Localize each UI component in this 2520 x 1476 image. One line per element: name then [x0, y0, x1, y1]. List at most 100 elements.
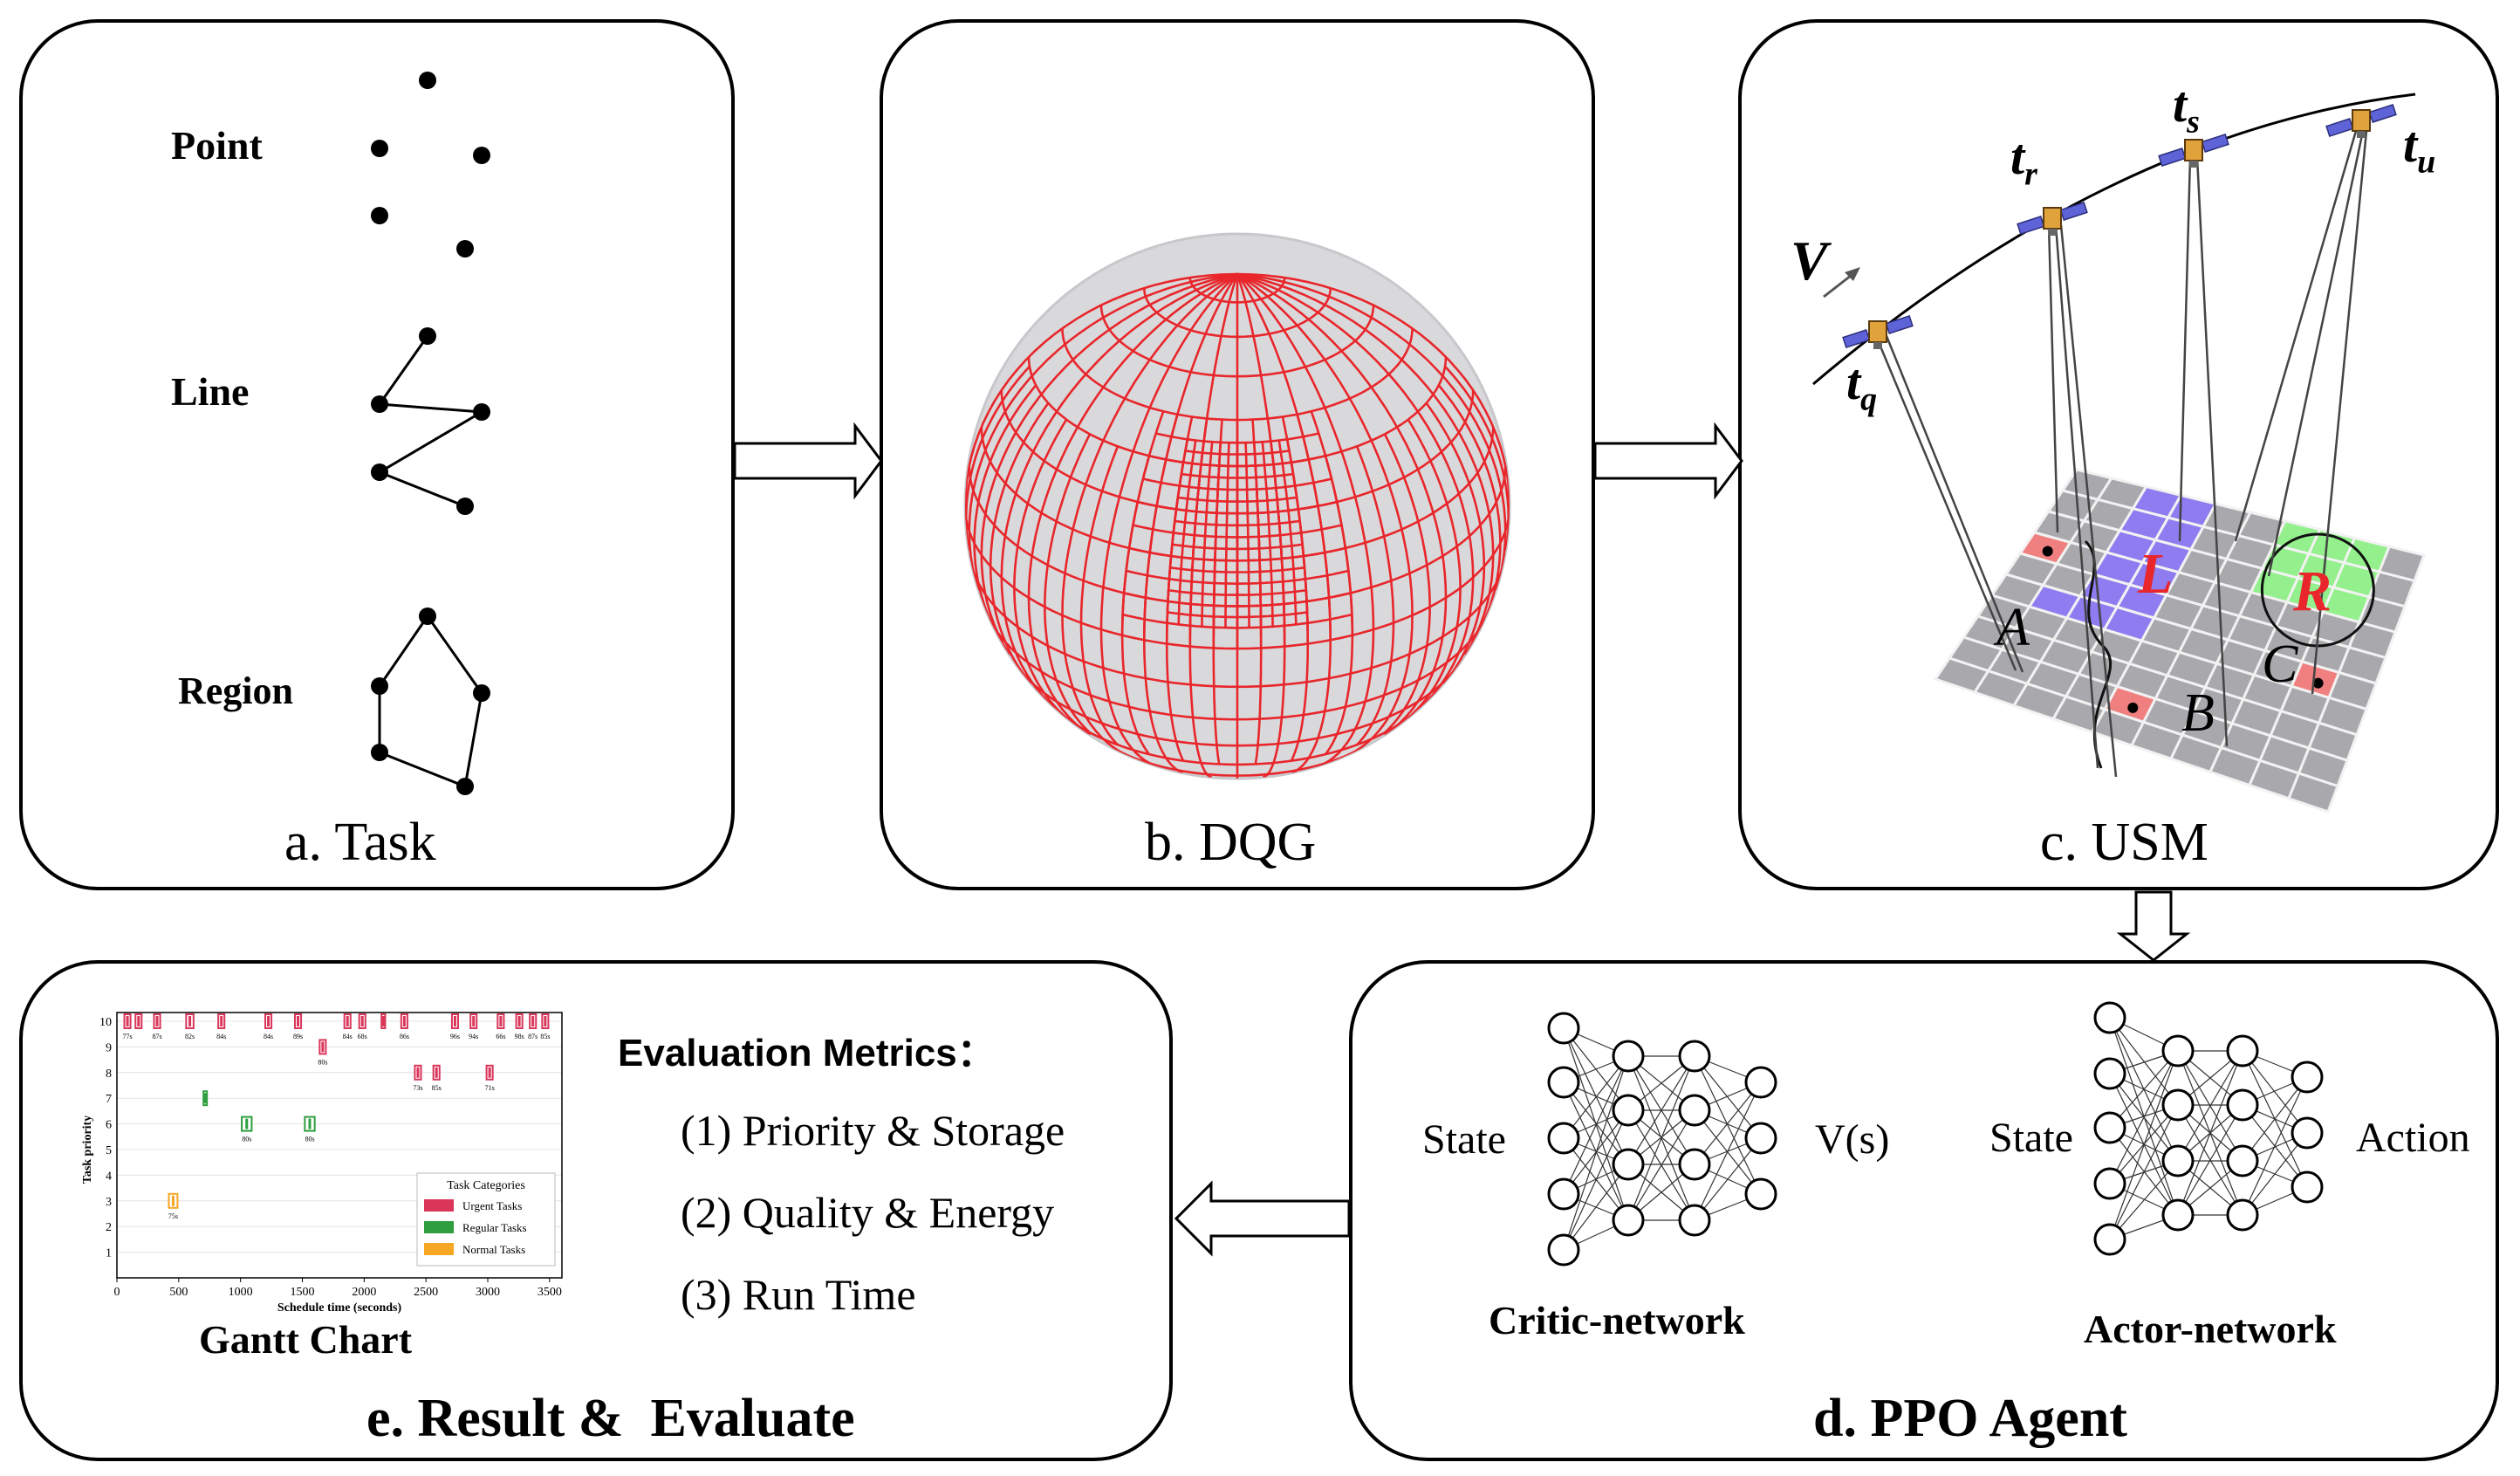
- critic-connection: [1563, 1055, 1629, 1251]
- gantt-task-mark: [416, 1067, 420, 1078]
- arrow-ppo-to-result: [1174, 1180, 1351, 1257]
- critic-connection: [1563, 1081, 1629, 1165]
- gantt-legend-label: Urgent Tasks: [462, 1199, 522, 1212]
- dqg-grid-line: [1165, 462, 1185, 762]
- gantt-task-mark: [137, 1016, 140, 1026]
- gantt-task-mark: [245, 1118, 249, 1129]
- gantt-task-label: 80s: [318, 1058, 327, 1066]
- arrow-dqg-to-usm: [1593, 422, 1743, 500]
- gantt-legend-swatch: [424, 1221, 454, 1233]
- gantt-task-label: 98s: [515, 1033, 524, 1040]
- dqg-grid-line: [1425, 402, 1486, 685]
- actor-neuron: [2161, 1198, 2195, 1232]
- gantt-task-mark: [517, 1016, 521, 1026]
- gantt-ytick-label: 2: [106, 1221, 112, 1234]
- satellite-icon: [2158, 133, 2229, 168]
- actor-neuron: [2093, 1057, 2126, 1090]
- metrics-title: Evaluation Metrics：: [618, 1032, 996, 1074]
- gantt-ylabel: Task priority: [81, 1116, 94, 1184]
- critic-network-name: Critic-network: [1489, 1298, 1745, 1342]
- critic-neuron: [1678, 1204, 1711, 1237]
- gantt-task-label: 86s: [400, 1033, 409, 1040]
- satellite-label-tu: tu: [2403, 116, 2436, 181]
- target-label-l: L: [2138, 542, 2174, 606]
- line-task-shape: [371, 327, 490, 515]
- dqg-grid-line: [1212, 465, 1221, 765]
- gantt-ytick-label: 9: [106, 1041, 112, 1054]
- gantt-task-mark: [544, 1016, 547, 1026]
- gantt-task-mark: [346, 1016, 349, 1026]
- dqg-grid-line: [1143, 414, 1179, 641]
- actor-connection: [2109, 1050, 2179, 1240]
- actor-neuron: [2161, 1088, 2195, 1122]
- velocity-label: V: [1791, 230, 1828, 292]
- dqg-grid-line: [965, 366, 1031, 552]
- gantt-legend-label: Regular Tasks: [462, 1221, 527, 1234]
- actor-network-name: Actor-network: [2084, 1307, 2337, 1351]
- dqg-grid-line: [1277, 440, 1298, 625]
- task-label-point: Point: [171, 123, 263, 168]
- critic-neuron: [1678, 1094, 1711, 1127]
- dqg-grid-line: [1236, 272, 1448, 737]
- actor-input-label: State: [1989, 1115, 2073, 1161]
- gantt-task-label: 96s: [450, 1033, 460, 1040]
- gantt-legend-swatch: [424, 1199, 454, 1212]
- dqg-grid-line: [1027, 272, 1238, 737]
- critic-neuron: [1612, 1148, 1645, 1181]
- critic-neuron: [1547, 1012, 1580, 1045]
- dqg-grid-line: [1099, 273, 1238, 768]
- gantt-task-label: 87s: [152, 1033, 161, 1040]
- gantt-task-label: 87s: [528, 1033, 538, 1040]
- actor-neuron: [2226, 1144, 2259, 1177]
- gantt-xtick-label: 3500: [538, 1286, 562, 1299]
- dqg-grid-line: [1254, 465, 1263, 765]
- caption-ppo: d. PPO Agent: [1813, 1389, 2127, 1448]
- dqg-grid-line: [1013, 419, 1068, 719]
- gantt-task-label: 85s: [432, 1084, 442, 1092]
- gantt-xtick-label: 0: [114, 1286, 120, 1299]
- caption-dqg: b. DQG: [1145, 813, 1317, 872]
- critic-neuron: [1547, 1177, 1580, 1211]
- critic-connection: [1563, 1164, 1629, 1251]
- dqg-grid-line: [968, 272, 1238, 591]
- actor-neuron: [2226, 1088, 2259, 1122]
- gantt-xtick-label: 500: [169, 1286, 188, 1299]
- gantt-task-label: 80s: [242, 1136, 251, 1143]
- actor-neuron: [2093, 1167, 2126, 1200]
- dqg-grid-line: [1236, 272, 1495, 656]
- satellite-icon: [1842, 314, 1914, 349]
- dqg-grid-line: [1079, 445, 1120, 746]
- critic-neuron: [1612, 1040, 1645, 1073]
- critic-neuron: [1547, 1233, 1580, 1267]
- dqg-grid-line: [1324, 455, 1354, 755]
- dqg-grid-line: [1244, 443, 1250, 628]
- target-point-marker: [2127, 702, 2139, 713]
- gantt-task-mark: [488, 1067, 491, 1078]
- panel-ppo: [1349, 960, 2499, 1461]
- dqg-grid-line: [1296, 414, 1332, 641]
- actor-connection: [2109, 1050, 2179, 1129]
- target-label-r: R: [2293, 560, 2332, 623]
- dqg-grid-line: [1236, 272, 1510, 507]
- actor-connection: [2109, 1050, 2179, 1184]
- orbit-track: [1812, 93, 2416, 386]
- dqg-grid-line: [1444, 366, 1510, 552]
- task-label-region: Region: [178, 669, 293, 712]
- panel-result: [19, 960, 1173, 1461]
- gantt-task-mark: [402, 1016, 406, 1026]
- dqg-grid-line: [1224, 443, 1230, 628]
- gantt-legend-label: Normal Tasks: [462, 1243, 525, 1256]
- actor-connection: [2177, 1050, 2243, 1162]
- critic-network-diagram: [1547, 1012, 1777, 1267]
- panel-usm: [1738, 19, 2499, 890]
- actor-connection: [2242, 1050, 2308, 1134]
- dqg-grid-line: [1120, 455, 1151, 755]
- gantt-task-label: 84s: [343, 1033, 353, 1040]
- dqg-grid-line: [1061, 272, 1238, 757]
- actor-connection: [2177, 1104, 2243, 1216]
- actor-neuron: [2093, 1001, 2126, 1034]
- gantt-task-mark: [472, 1016, 476, 1026]
- gantt-task-label: 73s: [413, 1084, 422, 1092]
- arrow-task-to-dqg: [733, 422, 883, 500]
- caption-usm: c. USM: [2040, 813, 2208, 872]
